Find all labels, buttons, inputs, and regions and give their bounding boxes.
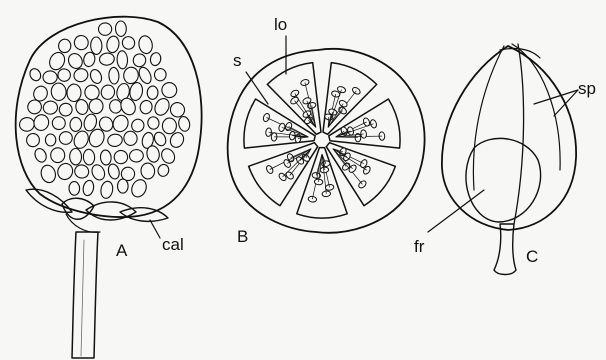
panel-b-locules xyxy=(244,63,400,218)
panel-a-seed-cell xyxy=(152,96,172,117)
panel-a-seed-cell xyxy=(177,116,190,133)
panel-b-label-lo: lo xyxy=(274,15,287,34)
panel-a-seed-cell xyxy=(73,163,90,180)
panel-a-seed-cell xyxy=(51,148,65,163)
panel-b-label-s: s xyxy=(233,51,242,70)
panel-a-seed-cell xyxy=(88,68,103,85)
panel-a-cal-leader xyxy=(150,220,160,238)
panel-a-seed-cell xyxy=(106,35,120,53)
panel-a-seed-cell xyxy=(72,67,90,84)
panel-b-letter: B xyxy=(237,227,248,246)
panel-a-seed-cell xyxy=(26,133,40,147)
panel-a-seed-cell xyxy=(132,52,148,68)
panel-a-seed-cell xyxy=(89,98,104,114)
panel-a-seed-cell xyxy=(100,150,112,166)
panel-a-label-cal: cal xyxy=(162,235,184,254)
panel-a-seed-cell xyxy=(110,113,130,134)
panel-a-seed-cell xyxy=(123,66,140,84)
panel-a-seed-cell xyxy=(159,146,177,165)
panel-a-seed-cell xyxy=(90,163,107,182)
panel-a-seed-cell xyxy=(69,181,80,195)
panel-a-seed-cell xyxy=(55,161,75,181)
panel-a-seed-cell xyxy=(115,21,126,37)
panel-a-stalk xyxy=(72,232,98,358)
panel-a-seed-cell xyxy=(109,99,123,114)
panel-a-seed-cell xyxy=(149,52,162,67)
panel-a-seed-cell xyxy=(33,147,48,164)
panel-a-seed-cell xyxy=(43,71,57,84)
panel-a-seed-cell xyxy=(140,162,155,179)
panel-a-seed-cell xyxy=(123,130,139,147)
panel-a-seed-cell xyxy=(32,113,51,132)
panel-c-fr-leader xyxy=(428,190,484,232)
panel-a-seed-cell xyxy=(72,129,91,151)
panel-c-label-sp: sp xyxy=(578,79,596,98)
panel-a-seed-cell xyxy=(157,163,170,177)
panel-c-letter: C xyxy=(526,247,538,266)
panel-c-fruit-in-sepals: sp fr C xyxy=(414,44,596,275)
panel-a-seed-cell xyxy=(70,117,82,132)
panel-a-seed-cell xyxy=(73,35,89,51)
panel-a-seed-cell xyxy=(100,84,116,101)
panel-a-seed-cell xyxy=(162,118,177,134)
panel-a-seed-cell xyxy=(58,39,71,53)
panel-a-seed-cell xyxy=(100,180,114,199)
panel-a-seed-cell xyxy=(137,35,153,55)
panel-a-seed-cell xyxy=(83,149,95,165)
panel-c-label-fr: fr xyxy=(414,237,425,256)
panel-a-seed-cell xyxy=(139,99,154,115)
panel-a-seed-cell xyxy=(129,82,144,102)
panel-c-stalk xyxy=(494,224,516,275)
panel-a-seed-cell xyxy=(57,130,74,147)
panel-a-seed-cell xyxy=(99,52,115,66)
panel-a-seed-cell xyxy=(45,134,56,146)
panel-a-seed-cell xyxy=(147,86,158,100)
panel-a-seed-cell xyxy=(129,149,144,163)
panel-c-fruit xyxy=(466,138,541,222)
panel-a-seed-cell xyxy=(118,179,129,193)
panel-a-seed-cell xyxy=(120,35,137,52)
panel-a-seed-cell xyxy=(113,149,129,165)
panel-a-seed-cell xyxy=(51,82,67,101)
panel-a-seed-cell xyxy=(42,100,58,115)
panel-a-seed-cell xyxy=(67,84,82,102)
panel-a-seed-cell xyxy=(99,23,112,35)
panel-a-seed-cell xyxy=(28,67,43,83)
panel-a-seed-cell xyxy=(107,163,121,180)
panel-a-seed-cell xyxy=(107,133,124,148)
panel-a-seed-cell xyxy=(82,179,95,196)
panel-a-seed-cell xyxy=(147,116,160,130)
panel-b-cross-section: s lo B xyxy=(228,15,425,246)
panel-c-sepal-outer xyxy=(442,46,576,230)
panel-a-seed-cell xyxy=(117,51,128,70)
panel-a-seed-cell xyxy=(108,67,119,84)
panel-a-seed-cell xyxy=(137,65,154,85)
panel-a-seed-cell xyxy=(19,117,36,133)
panel-a-seed-cell xyxy=(57,68,71,82)
panel-a-fruit-head: cal A xyxy=(16,17,202,358)
panel-a-seed-cell xyxy=(66,51,85,71)
panel-a-seed-cell xyxy=(51,115,67,130)
panel-a-seed-cell xyxy=(154,68,167,81)
panel-a-seed-cell xyxy=(39,164,57,185)
panel-a-letter: A xyxy=(116,241,128,260)
panel-a-seed-cell xyxy=(129,177,149,199)
panel-a-seed-cell xyxy=(58,101,74,117)
panel-a-seed-cell xyxy=(159,80,179,100)
panel-a-seed-cell xyxy=(90,37,102,55)
panel-a-calyx xyxy=(26,189,168,232)
panel-a-seed-cells xyxy=(19,21,191,199)
panel-a-seed-cell xyxy=(69,148,81,165)
